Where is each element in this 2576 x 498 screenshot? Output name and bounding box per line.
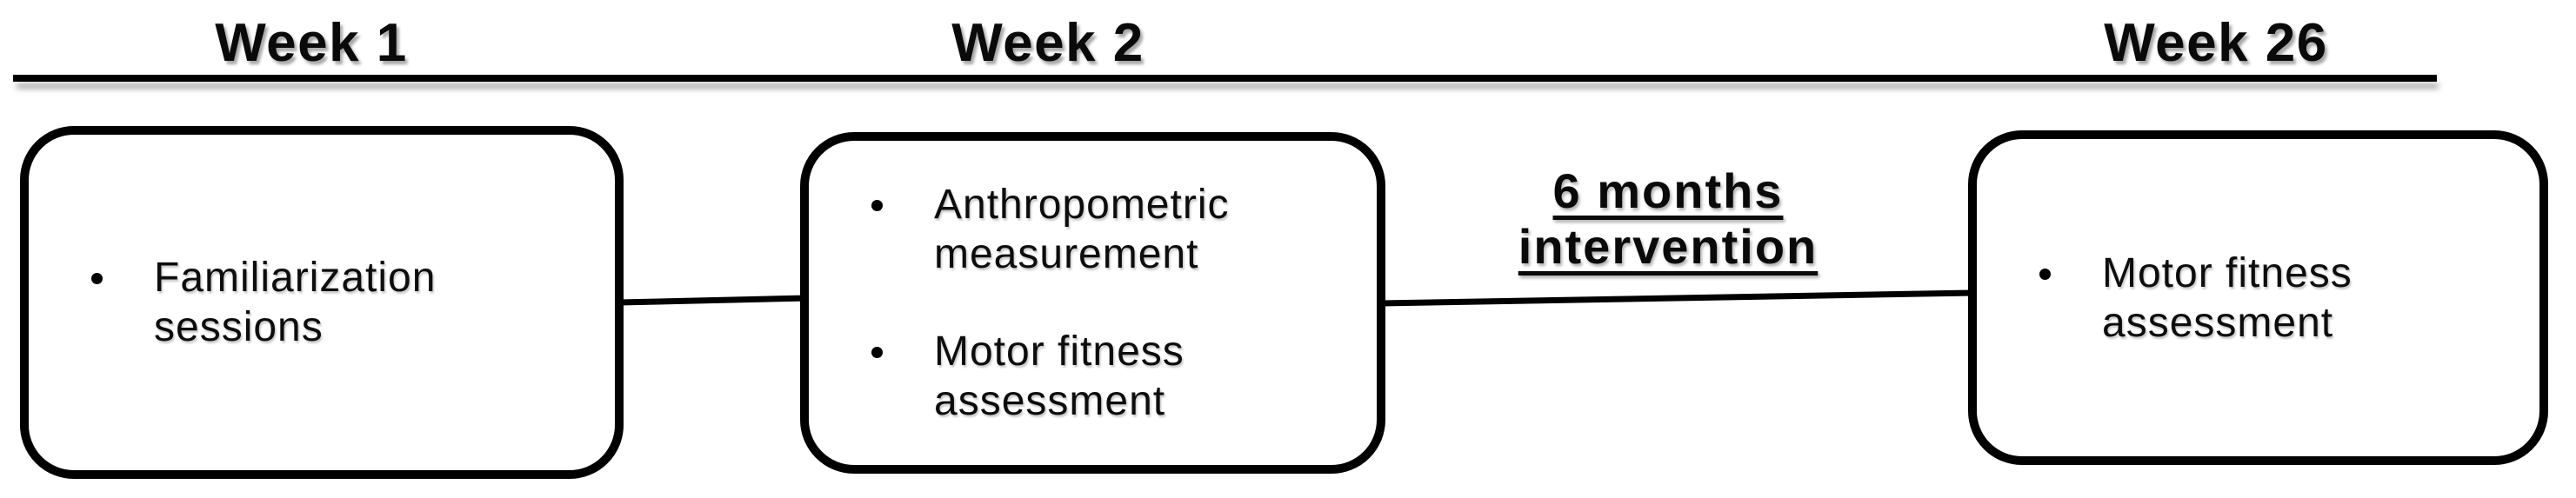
week2-box: Anthropometric measurement Motor fitness… (800, 132, 1385, 474)
connector-line-box1-box2 (618, 295, 808, 306)
timeline-axis-line (13, 75, 2437, 82)
week26-box-list: Motor fitness assessment (2034, 249, 2513, 348)
connector-line-box2-box3 (1380, 289, 1973, 307)
list-item: Anthropometric measurement (866, 180, 1351, 279)
week2-box-list: Anthropometric measurement Motor fitness… (866, 180, 1351, 426)
week26-box: Motor fitness assessment (1968, 130, 2548, 465)
intervention-duration-line1: 6 months (1552, 163, 1784, 218)
list-item: Familiarization sessions (86, 253, 589, 352)
intervention-duration-label: 6 months intervention (1518, 163, 1818, 275)
list-item: Motor fitness assessment (866, 327, 1351, 426)
list-item: Motor fitness assessment (2034, 249, 2513, 348)
timeline-label-week-26: Week 26 (2104, 13, 2328, 73)
timeline-label-week-1: Week 1 (215, 13, 408, 73)
timeline-label-week-2: Week 2 (951, 13, 1145, 73)
week1-box: Familiarization sessions (20, 126, 624, 479)
week1-box-list: Familiarization sessions (86, 253, 589, 352)
intervention-duration-line2: intervention (1518, 219, 1819, 274)
